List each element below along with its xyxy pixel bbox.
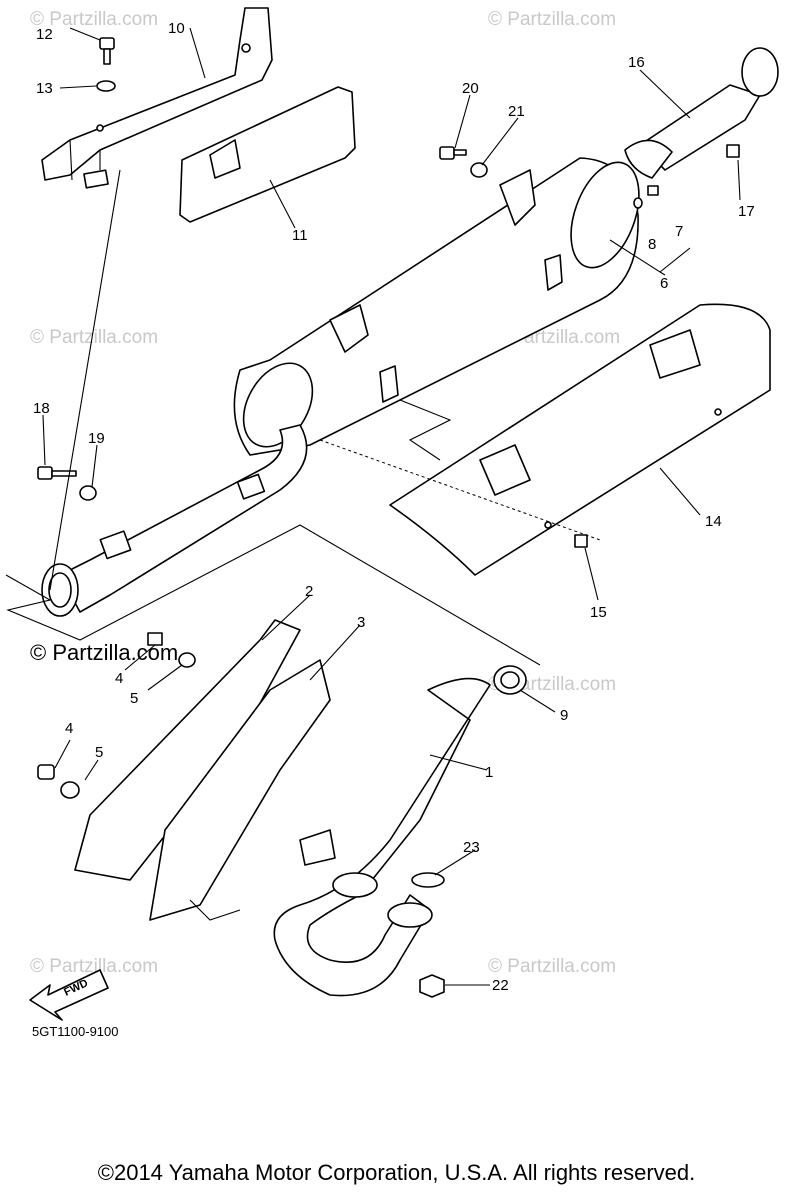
label-5a: 5: [130, 690, 138, 707]
diagram-code: 5GT1100-9100: [32, 1024, 119, 1039]
washer-21-part: [470, 162, 488, 178]
part-numbers: 1 2 3 4 4 5 5 6 7 8 9 10 11 12 13 14 15 …: [33, 20, 755, 994]
copyright-footer: ©2014 Yamaha Motor Corporation, U.S.A. A…: [97, 1160, 696, 1185]
label-13: 13: [36, 80, 53, 97]
watermark-2: © Partzilla.com: [488, 9, 616, 30]
label-15: 15: [590, 604, 607, 621]
label-18: 18: [33, 400, 50, 417]
label-9: 9: [560, 707, 568, 724]
label-14: 14: [705, 513, 722, 530]
washer-13-part: [96, 80, 116, 92]
watermark-7: © Partzilla.com: [488, 956, 616, 977]
label-2: 2: [305, 583, 313, 600]
screw-17-part: [726, 144, 740, 158]
gasket-23-part: [411, 872, 445, 888]
label-22: 22: [492, 977, 509, 994]
label-21: 21: [508, 103, 525, 120]
bolt-4b-part: [37, 764, 55, 780]
watermark-1: © Partzilla.com: [30, 9, 158, 30]
bolt-18-part: [37, 466, 53, 480]
label-17: 17: [738, 203, 755, 220]
screw-15-part: [574, 534, 588, 548]
mid-pipe-part: [41, 424, 308, 617]
label-8: 8: [648, 236, 656, 253]
watermark-6: © Partzilla.com: [30, 956, 158, 977]
bolt-20-shank: [453, 149, 467, 156]
bracket-part: [41, 7, 273, 189]
washer-8-part: [633, 197, 643, 209]
bolt-7-part: [647, 185, 659, 196]
heat-guard-2-part: [74, 619, 301, 881]
spark-arrestor-part: [624, 47, 779, 179]
exhaust-pipe-part: [273, 677, 491, 997]
label-6: 6: [660, 275, 668, 292]
label-20: 20: [462, 80, 479, 97]
label-3: 3: [357, 614, 365, 631]
label-5b: 5: [95, 744, 103, 761]
bolt-18-shank: [51, 470, 77, 477]
watermark-3: © Partzilla.com: [30, 327, 158, 348]
bolt-4a-part: [147, 632, 163, 646]
bolt-12-part: [99, 37, 115, 65]
washer-5b-part: [60, 781, 80, 799]
fwd-arrow-icon: FWD: [29, 969, 109, 1021]
heat-pad-part: [179, 86, 356, 223]
washer-5a-part: [178, 652, 196, 668]
fasteners: [37, 144, 740, 998]
label-11: 11: [292, 227, 308, 244]
label-4b: 4: [65, 720, 73, 737]
label-12: 12: [36, 26, 53, 43]
leader-lines: [5, 27, 741, 986]
label-19: 19: [88, 430, 105, 447]
label-23: 23: [463, 839, 480, 856]
label-10: 10: [168, 20, 185, 37]
label-7: 7: [675, 223, 683, 240]
label-1: 1: [485, 764, 493, 781]
nut-22-part: [419, 974, 445, 998]
label-16: 16: [628, 54, 645, 71]
heat-guard-3-part: [149, 659, 331, 921]
label-4a: 4: [115, 670, 123, 687]
washer-19-part: [79, 485, 97, 501]
heat-shield-part: [389, 303, 771, 576]
bolt-20-part: [439, 146, 455, 160]
gasket-9-part: [493, 665, 527, 695]
